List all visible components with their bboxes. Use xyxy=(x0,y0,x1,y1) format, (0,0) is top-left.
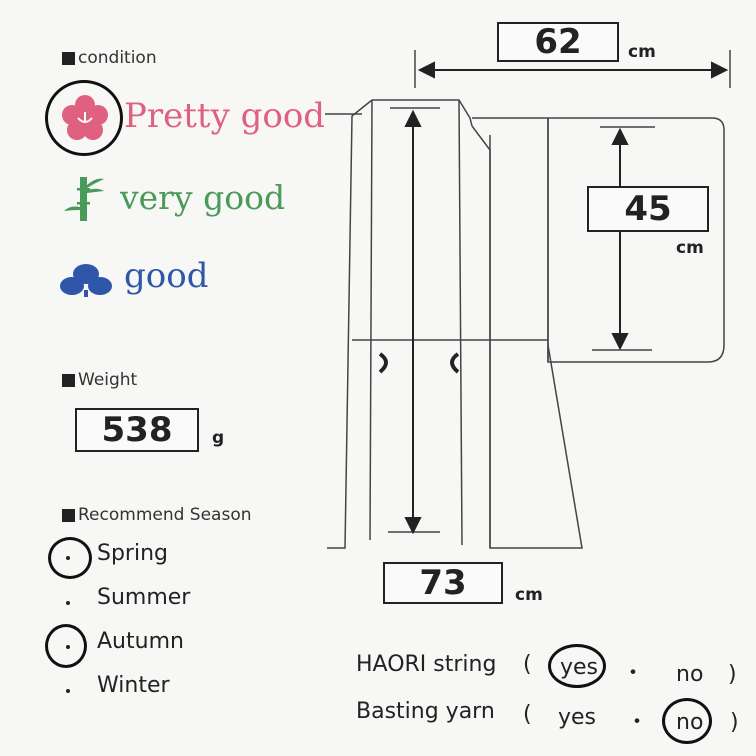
condition-good-label: good xyxy=(124,256,209,296)
weight-title: Weight xyxy=(62,370,137,390)
condition-very-good-label: very good xyxy=(120,178,286,217)
sleeve-unit: cm xyxy=(676,238,704,258)
season-bullet xyxy=(66,601,70,605)
length-value-box: 73 xyxy=(383,562,503,604)
haori-string-loop-left xyxy=(378,352,388,374)
square-bullet-icon xyxy=(62,508,75,522)
season-autumn-circle xyxy=(45,624,87,668)
basting-yarn-separator: ・ xyxy=(626,710,649,735)
haori-string-separator: ・ xyxy=(622,661,645,686)
season-winter: Winter xyxy=(97,673,170,698)
season-autumn: Autumn xyxy=(97,629,184,654)
length-unit: cm xyxy=(515,585,543,605)
selected-condition-circle xyxy=(45,80,123,156)
weight-value-box: 538 xyxy=(75,408,199,452)
square-bullet-icon xyxy=(62,51,75,65)
basting-yarn-label: Basting yarn xyxy=(356,699,495,724)
width-value-box: 62 xyxy=(497,22,619,62)
season-spring: Spring xyxy=(97,541,168,566)
sleeve-value-box: 45 xyxy=(587,186,709,232)
basting-yarn-close-paren: ) xyxy=(730,710,739,735)
basting-yarn-open-paren: ( xyxy=(523,702,532,727)
season-spring-circle xyxy=(48,537,92,579)
square-bullet-icon xyxy=(62,373,75,387)
bamboo-icon xyxy=(62,175,106,223)
pine-icon xyxy=(60,262,112,298)
haori-string-close-paren: ) xyxy=(728,662,737,687)
haori-string-yes-circle xyxy=(548,644,606,688)
season-summer: Summer xyxy=(97,585,191,610)
condition-pretty-good-label: Pretty good xyxy=(124,96,326,136)
haori-string-no: no xyxy=(676,662,704,687)
haori-string-open-paren: ( xyxy=(523,652,532,677)
season-title: Recommend Season xyxy=(62,505,252,525)
basting-yarn-yes: yes xyxy=(558,705,597,730)
basting-yarn-no-circle xyxy=(662,698,712,744)
weight-unit: g xyxy=(212,428,225,448)
haori-string-loop-right xyxy=(450,352,460,374)
haori-string-label: HAORI string xyxy=(356,652,497,677)
width-unit: cm xyxy=(628,42,656,62)
condition-title: condition xyxy=(62,48,157,68)
season-bullet xyxy=(66,689,70,693)
